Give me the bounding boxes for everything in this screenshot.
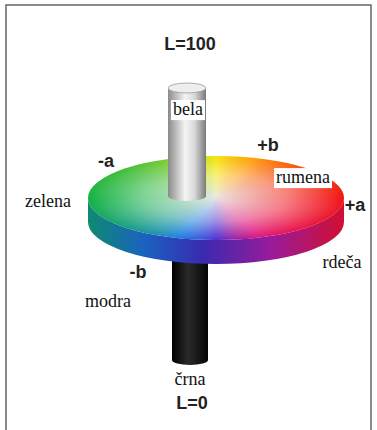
color-name: rumena	[274, 168, 332, 188]
color-name: rdeča	[323, 253, 362, 273]
axis-label: +b	[257, 136, 279, 156]
cylinder-cap	[168, 83, 206, 93]
axis-label: -a	[98, 152, 114, 172]
axis-value: L=100	[164, 35, 216, 55]
axis-label: +a	[345, 196, 366, 216]
color-name: modra	[85, 292, 131, 312]
color-name: bela	[171, 100, 205, 120]
color-name: črna	[175, 370, 206, 390]
color-name: zelena	[25, 192, 71, 212]
white-cylinder	[168, 88, 206, 201]
axis-label: -b	[130, 263, 147, 283]
axis-value: L=0	[176, 394, 208, 414]
frame	[6, 5, 371, 430]
